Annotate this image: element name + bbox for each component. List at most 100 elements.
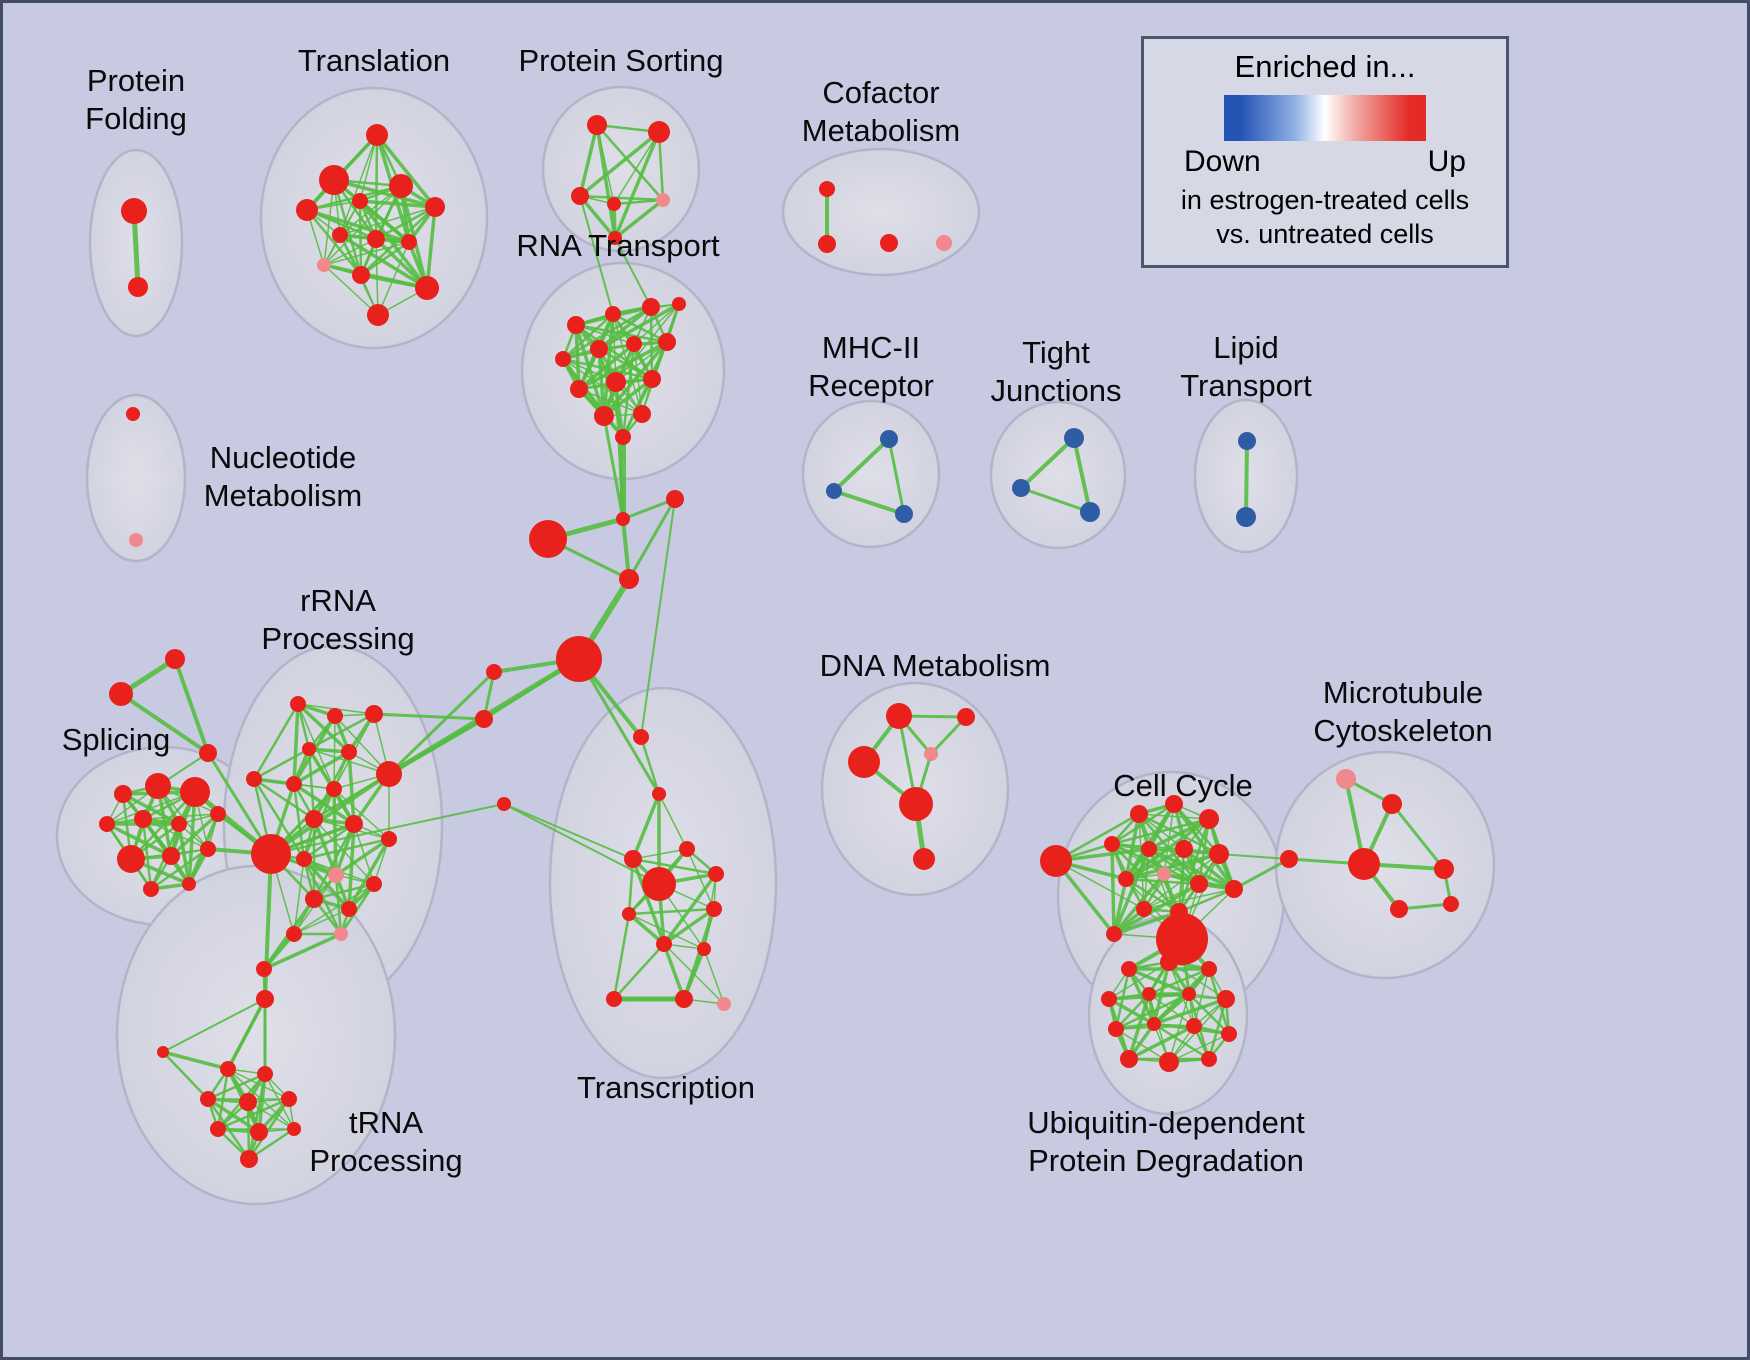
edge-tl5-tl6	[339, 206, 436, 236]
label-protein-sorting: Protein Sorting	[518, 43, 723, 78]
node-dm1	[957, 708, 975, 726]
edge-rt4-rt13	[561, 357, 625, 439]
label-tight-junctions: Tight	[1022, 335, 1090, 370]
node-bk4	[556, 636, 602, 682]
node-cf3	[936, 235, 952, 251]
node-ub11	[1120, 1050, 1138, 1068]
edge-ub6-ub13	[1207, 997, 1228, 1061]
node-mh2	[895, 505, 913, 523]
node-rt4	[555, 351, 571, 367]
node-rr5	[341, 744, 357, 760]
node-tr6	[281, 1091, 297, 1107]
edge-mt2-cc11	[1232, 857, 1291, 891]
edge-tj0-tj1	[1019, 436, 1076, 490]
edge-sp4-sp10	[141, 817, 153, 891]
node-cc14	[1106, 926, 1122, 942]
edge-tc8-tc11	[662, 942, 686, 1001]
node-tl4	[389, 174, 413, 198]
node-sp5	[171, 816, 187, 832]
edge-tc6-tc7	[627, 907, 716, 916]
node-rr14	[328, 867, 344, 883]
edge-tc9-tc12	[703, 948, 725, 1005]
node-bk3	[619, 569, 639, 589]
label-rna-transport: RNA Transport	[516, 228, 720, 263]
edge-tr9-tr10	[247, 1127, 296, 1161]
node-sp0	[114, 785, 132, 803]
edge-rt6-rt8	[577, 342, 636, 391]
edge-ub4-ub7	[1114, 992, 1151, 1031]
node-dm4	[899, 787, 933, 821]
node-cc1	[1130, 805, 1148, 823]
edge-rr0-bk7	[270, 803, 505, 855]
node-tr4	[200, 1091, 216, 1107]
node-rt12	[633, 405, 651, 423]
edge-tr3-tr10	[247, 1072, 267, 1161]
layer-nodes	[99, 115, 1459, 1168]
node-dm3	[924, 747, 938, 761]
edge-rt3-rt5	[597, 302, 681, 351]
node-rr6	[376, 761, 402, 787]
node-cc7	[1209, 844, 1229, 864]
edge-rr1-rr7	[252, 702, 300, 781]
edge-cc1-cc3	[1138, 813, 1210, 820]
node-tl5	[425, 197, 445, 217]
edge-rr0-rr6	[269, 772, 391, 856]
edge-cc6-cc8	[1124, 847, 1186, 881]
edge-rt2-rt5	[597, 305, 653, 351]
node-sp7	[117, 845, 145, 873]
edge-cc5-cc14	[1112, 847, 1151, 936]
edge-rr11-rr16	[312, 822, 356, 901]
node-rt6	[626, 336, 642, 352]
node-ub4	[1142, 987, 1156, 1001]
label-lipid-transport: Transport	[1180, 368, 1312, 403]
node-ub2	[1201, 961, 1217, 977]
node-rr1	[290, 696, 306, 712]
node-pf1	[128, 277, 148, 297]
node-tl2	[296, 199, 318, 221]
edge-tc2-tc3	[632, 848, 688, 860]
node-tc3	[679, 841, 695, 857]
edge-rr1-rr8	[292, 702, 300, 786]
label-protein-folding: Folding	[85, 101, 187, 136]
edge-tl7-tl9	[323, 238, 377, 266]
node-tc1	[652, 787, 666, 801]
node-tl12	[367, 304, 389, 326]
edge-sp2-sp3	[106, 791, 196, 825]
edge-ps2-ps4	[578, 194, 665, 202]
node-mt1	[1382, 794, 1402, 814]
node-rr9	[326, 781, 342, 797]
node-tj1	[1012, 479, 1030, 497]
node-rt13	[615, 429, 631, 445]
label-cell-cycle: Cell Cycle	[1113, 768, 1253, 803]
edge-ps1-ps3	[613, 131, 660, 205]
cluster-tight-junctions	[989, 400, 1127, 550]
edge-sp6-sp8	[169, 812, 220, 858]
edge-ub2-ub4	[1147, 967, 1211, 996]
edge-cc3-cc13	[1177, 817, 1211, 914]
edge-rr4-rr7	[252, 747, 311, 781]
edge-tc2-tc7	[627, 857, 635, 916]
edge-ub8-ub13	[1152, 1022, 1211, 1061]
node-cc10	[1190, 875, 1208, 893]
node-sp8	[162, 847, 180, 865]
edge-ps5-rt2	[614, 237, 652, 308]
label-lipid-transport: Lipid	[1213, 330, 1279, 365]
label-mhc-ii-receptor: Receptor	[808, 368, 934, 403]
edge-cc8-cc10	[1124, 877, 1201, 886]
cluster-cofactor-metabolism	[781, 147, 981, 277]
edge-tr6-tr7	[216, 1097, 291, 1131]
edge-cc11-cc13	[1177, 887, 1236, 914]
node-rr20	[256, 961, 272, 977]
edge-tl8-tl9	[323, 241, 410, 266]
edge-ub5-ub8	[1152, 992, 1191, 1026]
edge-rt1-rt7	[611, 312, 669, 344]
edge-cc3-cc5	[1147, 817, 1211, 851]
edge-tl8-tl12	[377, 241, 410, 316]
label-tight-junctions: Junctions	[991, 373, 1122, 408]
legend: Enriched in... Down Up in estrogen-treat…	[1141, 36, 1509, 268]
node-x2	[199, 744, 217, 762]
edge-sp3-sp8	[105, 822, 173, 858]
edge-ub7-ub12	[1115, 1028, 1170, 1063]
node-tl8	[401, 234, 417, 250]
